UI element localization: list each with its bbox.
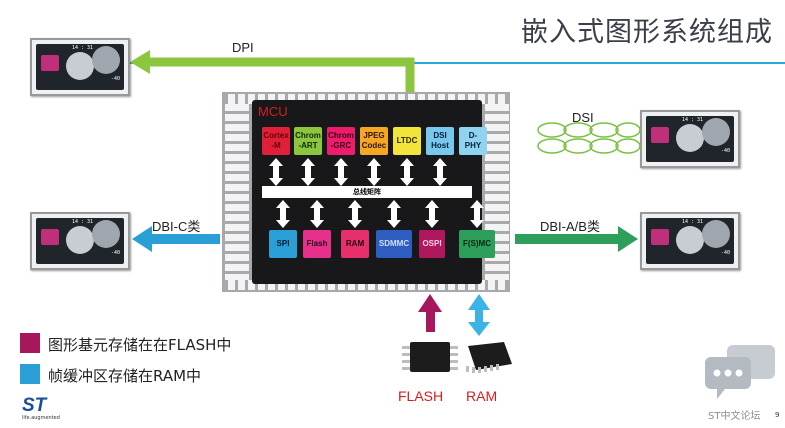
st-logo-mark: ST bbox=[22, 395, 47, 416]
ram-chip bbox=[466, 342, 512, 373]
page-number: 9 bbox=[775, 411, 780, 419]
forum-chat-icon bbox=[705, 345, 775, 399]
peripheral-block-dsihost: DSI Host bbox=[426, 127, 454, 155]
dpi-arrow bbox=[148, 57, 415, 95]
bus-double-arrow bbox=[269, 158, 283, 186]
bus-double-arrow bbox=[470, 200, 484, 228]
st-tagline: life.augmented bbox=[22, 415, 60, 421]
legend-flash-text: 图形基元存储在在FLASH中 bbox=[48, 336, 232, 354]
flash-label: FLASH bbox=[398, 388, 444, 404]
dpi-arrowhead bbox=[130, 50, 150, 74]
mcu-pins-bottom bbox=[228, 280, 506, 290]
display-right-bottom: 14 : 31-40 bbox=[640, 212, 740, 270]
peripheral-block-ram: RAM bbox=[341, 230, 369, 258]
legend-ram-swatch bbox=[20, 364, 40, 384]
bus-double-arrow bbox=[433, 158, 447, 186]
dbi-ab-arrowhead bbox=[618, 226, 638, 252]
bus-matrix: 总线矩阵 bbox=[262, 186, 472, 198]
peripheral-block-sdmmc: SDMMC bbox=[376, 230, 412, 258]
bus-double-arrow bbox=[348, 200, 362, 228]
flash-arrowhead bbox=[418, 294, 442, 312]
dbi-c-label: DBI-C类 bbox=[152, 219, 201, 234]
peripheral-block-cortex-m: Cortex -M bbox=[262, 127, 290, 155]
peripheral-block-chrom-art: Chrom -ART bbox=[294, 127, 322, 155]
display-right-top: 14 : 31-40 bbox=[640, 110, 740, 168]
flash-arrow bbox=[426, 310, 435, 332]
dpi-label: DPI bbox=[232, 40, 254, 55]
peripheral-block-spi: SPI bbox=[269, 230, 297, 258]
peripheral-block-d-phy: D- PHY bbox=[459, 127, 487, 155]
display-left: 14 : 31-40 bbox=[30, 212, 130, 270]
dsi-links bbox=[537, 122, 641, 154]
mcu-pins-top bbox=[228, 94, 506, 104]
peripheral-block-flash: Flash bbox=[303, 230, 331, 258]
peripheral-block-f-s-mc: F(S)MC bbox=[459, 230, 495, 258]
dsi-label: DSI bbox=[572, 110, 594, 125]
bus-double-arrow bbox=[310, 200, 324, 228]
ram-arrow bbox=[475, 308, 483, 324]
dbi-ab-arrow bbox=[515, 234, 620, 244]
flash-chip bbox=[402, 342, 458, 372]
dbi-c-arrow bbox=[150, 234, 220, 244]
peripheral-block-ospi: OSPI bbox=[419, 230, 445, 258]
bus-double-arrow bbox=[367, 158, 381, 186]
st-logo: ST life.augmented bbox=[22, 396, 66, 428]
peripheral-block-jpegcodec: JPEG Codec bbox=[360, 127, 388, 155]
mcu-label: MCU bbox=[258, 104, 288, 119]
dbi-ab-label: DBI-A/B类 bbox=[540, 219, 600, 234]
bus-double-arrow bbox=[334, 158, 348, 186]
bus-double-arrow bbox=[276, 200, 290, 228]
title-underline bbox=[86, 62, 785, 64]
bus-double-arrow bbox=[301, 158, 315, 186]
peripheral-block-chrom-grc: Chrom -GRC bbox=[327, 127, 355, 155]
forum-label: ST中文论坛 bbox=[708, 411, 761, 422]
ram-label: RAM bbox=[466, 388, 498, 404]
dbi-c-arrowhead bbox=[132, 226, 152, 252]
legend-flash-swatch bbox=[20, 333, 40, 353]
display-top-left: 14 : 31-40 bbox=[30, 38, 130, 96]
page-title: 嵌入式图形系统组成 bbox=[521, 17, 773, 48]
bus-double-arrow bbox=[400, 158, 414, 186]
legend-ram-text: 帧缓冲区存储在RAM中 bbox=[48, 367, 202, 385]
mcu-pins-left bbox=[225, 104, 249, 280]
bus-double-arrow bbox=[387, 200, 401, 228]
bus-double-arrow bbox=[425, 200, 439, 228]
peripheral-block-ltdc: LTDC bbox=[393, 127, 421, 155]
